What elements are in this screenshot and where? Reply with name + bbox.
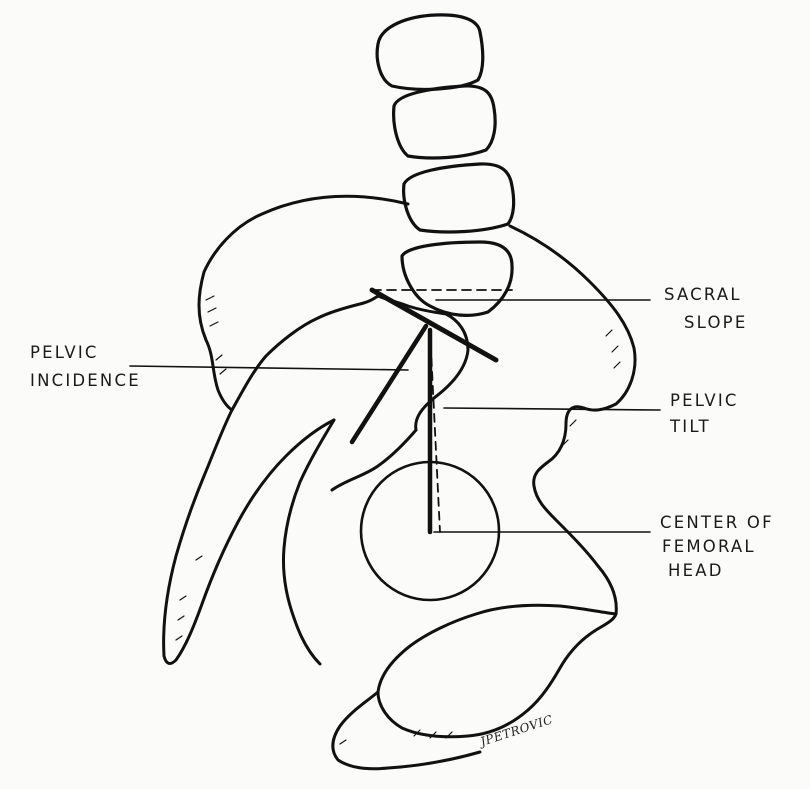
pelvic-incidence-label-line2: INCIDENCE — [30, 371, 141, 390]
lumbar-vertebrae — [377, 15, 513, 315]
sacral-slope-label-line2: SLOPE — [684, 313, 747, 332]
ilium-right-outline — [510, 226, 635, 614]
labels: SACRAL SLOPE PELVIC INCIDENCE PELVIC TIL… — [30, 285, 774, 750]
center-femoral-head-label-line2: FEMORAL — [662, 537, 756, 556]
sacrum-outline — [164, 410, 334, 663]
center-femoral-head-label-line3: HEAD — [668, 561, 724, 580]
leader-lines — [130, 300, 660, 532]
ischium-outline — [378, 605, 616, 736]
pelvic-tilt-label-line2: TILT — [669, 417, 711, 436]
vertebra-1 — [377, 15, 483, 89]
center-femoral-head-label-line1: CENTER OF — [660, 513, 774, 532]
sacral-slope-label-line1: SACRAL — [664, 285, 742, 304]
acetabulum-region-outline — [283, 420, 334, 664]
pelvis-bone — [164, 196, 635, 768]
pelvic-incidence-label-line1: PELVIC — [30, 343, 99, 362]
pelvic-tilt-leader — [444, 408, 660, 410]
pelvic-incidence-leader — [130, 366, 408, 370]
vertebra-4 — [402, 242, 512, 315]
pelvic-tilt-label-line1: PELVIC — [670, 391, 739, 410]
vertebra-2 — [394, 86, 496, 158]
vertebra-3 — [404, 164, 514, 232]
sciatic-notch-outline — [332, 430, 416, 490]
